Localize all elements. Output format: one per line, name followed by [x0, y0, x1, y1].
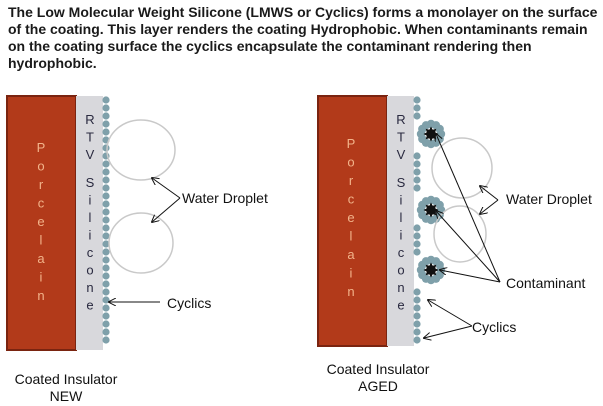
cyclics-molecule [413, 248, 421, 256]
cyclics-molecule [413, 160, 421, 168]
encapsulated-contaminant [416, 195, 446, 225]
cyclics-molecule [102, 288, 110, 296]
contaminant-label: Contaminant [506, 275, 585, 291]
cyclics-molecule [413, 288, 421, 296]
water-droplet-arrow [480, 199, 499, 214]
cyclics-arrow [428, 300, 473, 327]
panel-subtitle: AGED [358, 378, 398, 394]
water-droplet-label: Water Droplet [506, 191, 592, 207]
caption-text: The Low Molecular Weight Silicone (LMWS … [8, 4, 598, 71]
cyclics-molecule [102, 272, 110, 280]
cyclics-molecule [413, 328, 421, 336]
rtv-silicone-layer [387, 96, 414, 346]
cyclics-molecule [102, 248, 110, 256]
contaminant-arrow [436, 134, 501, 283]
cyclics-molecule [102, 112, 110, 120]
cyclics-molecule [413, 336, 421, 344]
cyclics-molecule [413, 104, 421, 112]
water-droplet [433, 205, 487, 263]
cyclics-molecule [102, 336, 110, 344]
cyclics-molecule [413, 224, 421, 232]
cyclics-molecule [413, 312, 421, 320]
panel-title: Coated Insulator [327, 361, 430, 377]
cyclics-molecule [413, 304, 421, 312]
cyclics-layer [413, 96, 421, 344]
cyclics-molecule [102, 192, 110, 200]
cyclics-molecule [413, 240, 421, 248]
encapsulated-contaminant [416, 119, 446, 149]
cyclics-molecule [102, 184, 110, 192]
cyclics-molecule [413, 232, 421, 240]
cyclics-layer [102, 96, 110, 344]
cyclics-molecule [102, 168, 110, 176]
cyclics-arrow [424, 325, 473, 338]
cyclics-molecule [102, 216, 110, 224]
cyclics-molecule [413, 112, 421, 120]
cyclics-label: Cyclics [472, 319, 516, 335]
cyclics-molecule [102, 264, 110, 272]
cyclics-molecule [102, 304, 110, 312]
cyclics-molecule [102, 176, 110, 184]
cyclics-molecule [413, 152, 421, 160]
cyclics-molecule [102, 96, 110, 104]
contaminant-particle [423, 262, 439, 278]
panel-subtitle: NEW [50, 388, 83, 404]
cyclics-molecule [102, 144, 110, 152]
cyclics-molecule [102, 232, 110, 240]
water-droplet-arrow [480, 186, 499, 201]
panel-title: Coated Insulator [15, 371, 118, 387]
water-droplet [108, 212, 174, 274]
water-droplet-label: Water Droplet [182, 190, 268, 206]
cyclics-molecule [102, 208, 110, 216]
cyclics-molecule [413, 320, 421, 328]
cyclics-molecule [102, 128, 110, 136]
cyclics-label: Cyclics [167, 295, 211, 311]
cyclics-molecule [102, 280, 110, 288]
water-droplet [431, 137, 493, 199]
water-droplet-arrow [152, 197, 181, 222]
cyclics-molecule [102, 120, 110, 128]
cyclics-molecule [102, 296, 110, 304]
cyclics-molecule [102, 240, 110, 248]
cyclics-molecule [102, 160, 110, 168]
cyclics-molecule [413, 168, 421, 176]
cyclics-molecule [102, 256, 110, 264]
water-droplet-arrow [152, 178, 181, 199]
cyclics-molecule [413, 296, 421, 304]
cyclics-molecule [102, 224, 110, 232]
cyclics-molecule [102, 320, 110, 328]
encapsulated-contaminant [416, 255, 446, 285]
contaminant-particle [423, 202, 439, 218]
cyclics-molecule [102, 104, 110, 112]
cyclics-molecule [413, 96, 421, 104]
contaminant-arrow [436, 211, 501, 283]
porcelain-layer [317, 95, 388, 347]
rtv-silicone-layer [76, 96, 103, 350]
cyclics-molecule [102, 312, 110, 320]
cyclics-molecule [102, 328, 110, 336]
contaminant-arrow [440, 270, 501, 283]
cyclics-molecule [102, 200, 110, 208]
cyclics-molecule [413, 176, 421, 184]
cyclics-molecule [413, 184, 421, 192]
water-droplet [106, 119, 176, 181]
